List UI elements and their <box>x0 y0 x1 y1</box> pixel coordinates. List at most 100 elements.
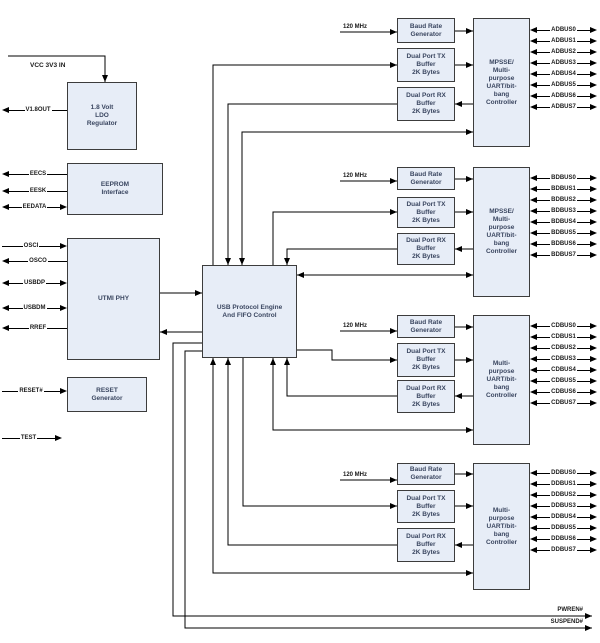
wire-segment <box>2 390 19 392</box>
arrow-left-icon <box>2 204 9 210</box>
wire-segment <box>537 232 551 234</box>
wire-segment <box>576 527 591 529</box>
channel-b-baud-rate-generator: Baud Rate Generator <box>397 167 455 190</box>
arrow-left-icon <box>530 49 537 55</box>
arrow-right-icon <box>590 82 598 88</box>
arrow-right-icon <box>590 241 598 247</box>
signal-label: RESET# <box>19 388 43 394</box>
wire-segment <box>537 210 551 212</box>
arrow-right-icon <box>590 514 598 520</box>
wire-segment <box>537 516 551 518</box>
channel-b-clock-label: 120 MHz <box>343 173 368 179</box>
arrow-left-icon <box>2 188 9 194</box>
bus-signal-row: DDBUS7 <box>530 545 598 556</box>
signal-eecs: EECS <box>2 169 67 179</box>
signal-usbdp: USBDP <box>2 278 68 288</box>
arrow-left-icon <box>530 525 537 531</box>
bus-label: CDBUS3 <box>551 356 576 362</box>
wire-segment <box>537 538 551 540</box>
arrow-right-icon <box>60 243 68 249</box>
wire-segment <box>576 29 591 31</box>
wire-segment <box>537 51 551 53</box>
arrow-right-icon <box>590 175 598 181</box>
bus-signal-row: ADBUS4 <box>530 69 598 80</box>
wire-segment <box>537 483 551 485</box>
bus-label: CDBUS7 <box>551 400 576 406</box>
arrow-right-icon <box>590 60 598 66</box>
bus-signal-row: DDBUS2 <box>530 490 598 501</box>
wire-segment <box>576 505 591 507</box>
wire-segment <box>576 347 591 349</box>
bus-label: BDBUS0 <box>551 175 576 181</box>
channel-a-controller: MPSSE/ Multi- purpose UART/bit- bang Con… <box>473 18 530 147</box>
wire-vcc-to-ldo <box>8 55 108 82</box>
suspend-label: SUSPEND# <box>550 619 583 625</box>
wire-segment <box>576 106 591 108</box>
arrow-right-icon <box>590 367 598 373</box>
wire-segment <box>537 391 551 393</box>
wire-segment <box>537 84 551 86</box>
arrow-left-icon <box>530 356 537 362</box>
channel-c-controller: Multi- purpose UART/bit- bang Controller <box>473 315 530 445</box>
arrow-right-icon <box>590 219 598 225</box>
arrow-right-icon <box>590 470 598 476</box>
wire-segment <box>576 380 591 382</box>
usb-protocol-engine-block: USB Protocol Engine And FIFO Control <box>202 265 297 358</box>
wire-segment <box>576 188 591 190</box>
bus-signal-row: BDBUS4 <box>530 217 598 228</box>
bus-label: DDBUS4 <box>551 514 576 520</box>
bus-signal-row: CDBUS3 <box>530 354 598 365</box>
arrow-right-icon <box>590 208 598 214</box>
wire-segment <box>47 190 67 192</box>
signal-usbdm: USBDM <box>2 303 67 313</box>
channel-c-baud-rate-generator: Baud Rate Generator <box>397 315 455 338</box>
bus-label: DDBUS5 <box>551 525 576 531</box>
wire-segment <box>537 358 551 360</box>
signal-osci: OSCI <box>2 241 68 251</box>
arrow-right-icon <box>590 334 598 340</box>
arrow-right-icon <box>590 345 598 351</box>
wire-segment <box>9 109 25 111</box>
bus-label: BDBUS4 <box>551 219 576 225</box>
arrow-left-icon <box>530 219 537 225</box>
arrow-right-icon <box>590 547 598 553</box>
wire-segment <box>576 84 591 86</box>
wire-segment <box>9 327 29 329</box>
bus-label: CDBUS5 <box>551 378 576 384</box>
arrow-left-icon <box>2 280 9 286</box>
wire-rxB-to-engine <box>284 248 397 265</box>
wire-segment <box>576 483 591 485</box>
bus-signal-row: DDBUS1 <box>530 479 598 490</box>
bus-signal-row: BDBUS3 <box>530 206 598 217</box>
arrow-right-icon <box>60 305 67 311</box>
wire-segment <box>576 402 591 404</box>
arrow-left-icon <box>530 197 537 203</box>
channel-c-tx-buffer: Dual Port TX Buffer 2K Bytes <box>397 343 455 377</box>
wire-segment <box>576 243 591 245</box>
bus-label: DDBUS2 <box>551 492 576 498</box>
bus-label: DDBUS3 <box>551 503 576 509</box>
signal-v18out: V1.8OUT <box>2 105 68 115</box>
reset-generator-block: RESET Generator <box>67 377 147 412</box>
bus-label: DDBUS0 <box>551 470 576 476</box>
arrow-left-icon <box>530 536 537 542</box>
wire-segment <box>576 73 591 75</box>
wire-segment <box>537 106 551 108</box>
wire-rxC-to-engine <box>284 358 397 397</box>
arrow-left-icon <box>530 104 537 110</box>
arrow-right-icon <box>590 197 598 203</box>
bus-label: ADBUS0 <box>551 27 576 33</box>
bus-label: BDBUS5 <box>551 230 576 236</box>
bus-label: CDBUS1 <box>551 334 576 340</box>
wire-segment <box>576 494 591 496</box>
wire-pwren <box>172 342 592 619</box>
signal-reset: RESET# <box>2 386 67 396</box>
wire-segment <box>576 391 591 393</box>
wire-suspend <box>184 350 592 631</box>
wire-segment <box>537 369 551 371</box>
bus-label: BDBUS1 <box>551 186 576 192</box>
wire-segment <box>537 62 551 64</box>
arrow-right-icon <box>590 323 598 329</box>
